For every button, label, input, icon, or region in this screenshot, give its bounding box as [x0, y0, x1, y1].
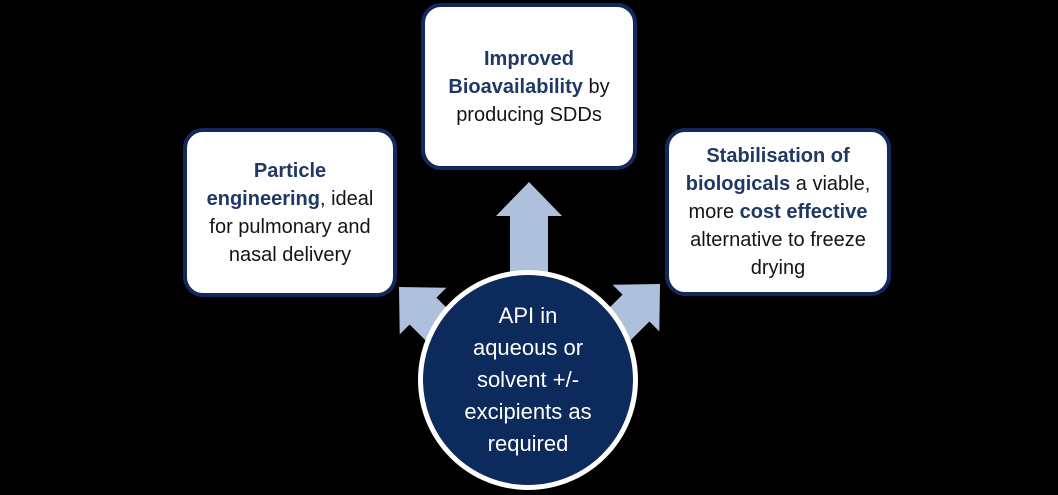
text-segment: cost effective: [739, 201, 868, 223]
box-stabilisation-of-biologicals: Stabilisation of biologicals a viable, m…: [665, 128, 891, 296]
text-segment: alternative to freeze drying: [690, 229, 866, 279]
text-segment: Improved Bioavailability: [448, 47, 583, 98]
box-improved-bioavailability-text: Improved Bioavailability by producing SD…: [431, 45, 627, 129]
text-segment: Stabilisation of biologicals: [685, 145, 850, 195]
box-stabilisation-of-biologicals-text: Stabilisation of biologicals a viable, m…: [675, 142, 881, 282]
text-segment: a viable, more: [688, 173, 871, 223]
box-particle-engineering: Particle engineering, ideal for pulmonar…: [183, 128, 397, 297]
box-improved-bioavailability: Improved Bioavailability by producing SD…: [421, 3, 637, 170]
text-segment: by producing SDDs: [456, 75, 610, 126]
center-circle-api: API in aqueous or solvent +/- excipients…: [418, 270, 638, 490]
text-segment: , ideal for pulmonary and nasal delivery: [209, 187, 374, 266]
text-segment: Particle engineering: [206, 159, 327, 210]
center-circle-text: API in aqueous or solvent +/- excipients…: [464, 303, 592, 456]
box-particle-engineering-text: Particle engineering, ideal for pulmonar…: [193, 157, 387, 269]
